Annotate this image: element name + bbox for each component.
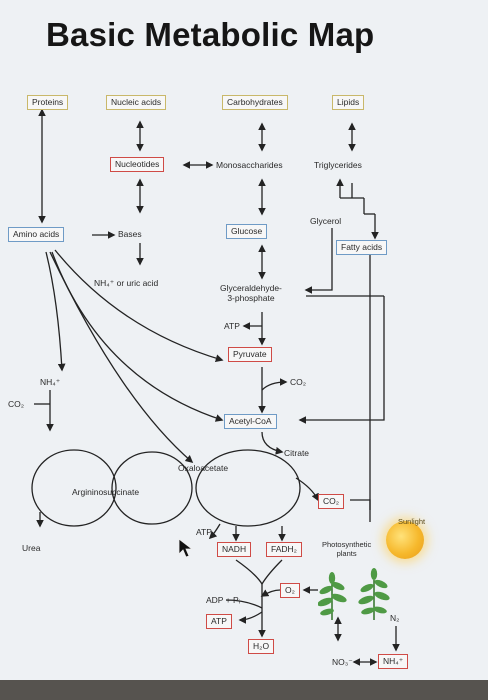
- label-nh4-urea: NH₄⁺: [40, 377, 61, 387]
- node-co2-krebs: CO₂: [318, 494, 345, 509]
- node-glycerol: Glycerol: [310, 216, 342, 226]
- arrow-co2-pyruvate: [261, 378, 288, 391]
- label-n2: N₂: [390, 613, 400, 623]
- label-sunlight: Sunlight: [398, 517, 426, 526]
- arrow-acetyl-citrate: [261, 431, 284, 455]
- sunlight-icon: [386, 521, 424, 559]
- node-atp-3: ATP: [206, 614, 232, 629]
- o2-in: [260, 589, 281, 597]
- mouse-cursor-icon: [178, 538, 194, 558]
- arrow-krebs-co2: [295, 477, 319, 502]
- urea-cycle-left: [31, 449, 117, 527]
- etc-right: [261, 559, 283, 585]
- node-monosaccharides: Monosaccharides: [216, 160, 283, 170]
- label-atp-2: ATP: [196, 527, 212, 537]
- label-atp-1: ATP: [224, 321, 240, 331]
- node-acetyl-coa: Acetyl-CoA: [224, 414, 277, 429]
- node-nh4-bottom: NH₄⁺: [378, 654, 409, 669]
- node-argininosuccinate: Argininosuccinate: [72, 487, 140, 497]
- node-urea: Urea: [22, 543, 41, 553]
- arrow-krebs-atp: [208, 523, 221, 540]
- node-lipids: Lipids: [332, 95, 365, 110]
- node-carbohydrates: Carbohydrates: [222, 95, 288, 110]
- arrow-glycerol-g3p: [304, 228, 333, 294]
- arrow-co2-plants: [350, 499, 371, 522]
- node-g3p: Glyceraldehyde- 3-phosphate: [220, 283, 282, 303]
- label-adp-pi: ADP + Pᵢ: [206, 595, 241, 605]
- urea-cycle-right: [111, 451, 193, 525]
- arrow-amino-pyruvate: [54, 249, 224, 362]
- node-bases: Bases: [118, 229, 142, 239]
- adp-in: [225, 599, 263, 609]
- node-pyruvate: Pyruvate: [228, 347, 272, 362]
- node-oxaloacetate: Oxaloacetate: [178, 463, 229, 473]
- background-surface: [0, 680, 488, 700]
- etc-left: [235, 559, 263, 585]
- label-co2-urea: CO₂: [8, 399, 25, 409]
- plants-icon: [318, 568, 390, 620]
- label-co2-pyruvate: CO₂: [290, 377, 307, 387]
- label-no3: NO₃⁻: [332, 657, 353, 667]
- node-fatty-acids: Fatty acids: [336, 240, 388, 255]
- label-photosynthetic-plants: Photosynthetic plants: [322, 540, 372, 558]
- node-h2o: H₂O: [248, 639, 275, 654]
- node-nucleic-acids: Nucleic acids: [106, 95, 167, 110]
- atp-out: [238, 611, 263, 624]
- node-proteins: Proteins: [27, 95, 69, 110]
- node-nh4-uric: NH₄⁺ or uric acid: [94, 278, 159, 288]
- node-glucose: Glucose: [226, 224, 268, 239]
- node-amino-acids: Amino acids: [8, 227, 65, 242]
- krebs-cycle: [195, 449, 301, 527]
- node-triglycerides: Triglycerides: [314, 160, 362, 170]
- node-nucleotides: Nucleotides: [110, 157, 165, 172]
- node-o2: O₂: [280, 583, 300, 598]
- node-fadh2: FADH₂: [266, 542, 302, 557]
- node-citrate: Citrate: [284, 448, 310, 458]
- arrow-amino-oxaloacetate: [49, 251, 194, 464]
- arrow-amino-nh4: [45, 251, 66, 372]
- node-nadh: NADH: [217, 542, 252, 557]
- page-title: Basic Metabolic Map: [46, 16, 375, 53]
- arrow-right-acetyl: [298, 296, 385, 424]
